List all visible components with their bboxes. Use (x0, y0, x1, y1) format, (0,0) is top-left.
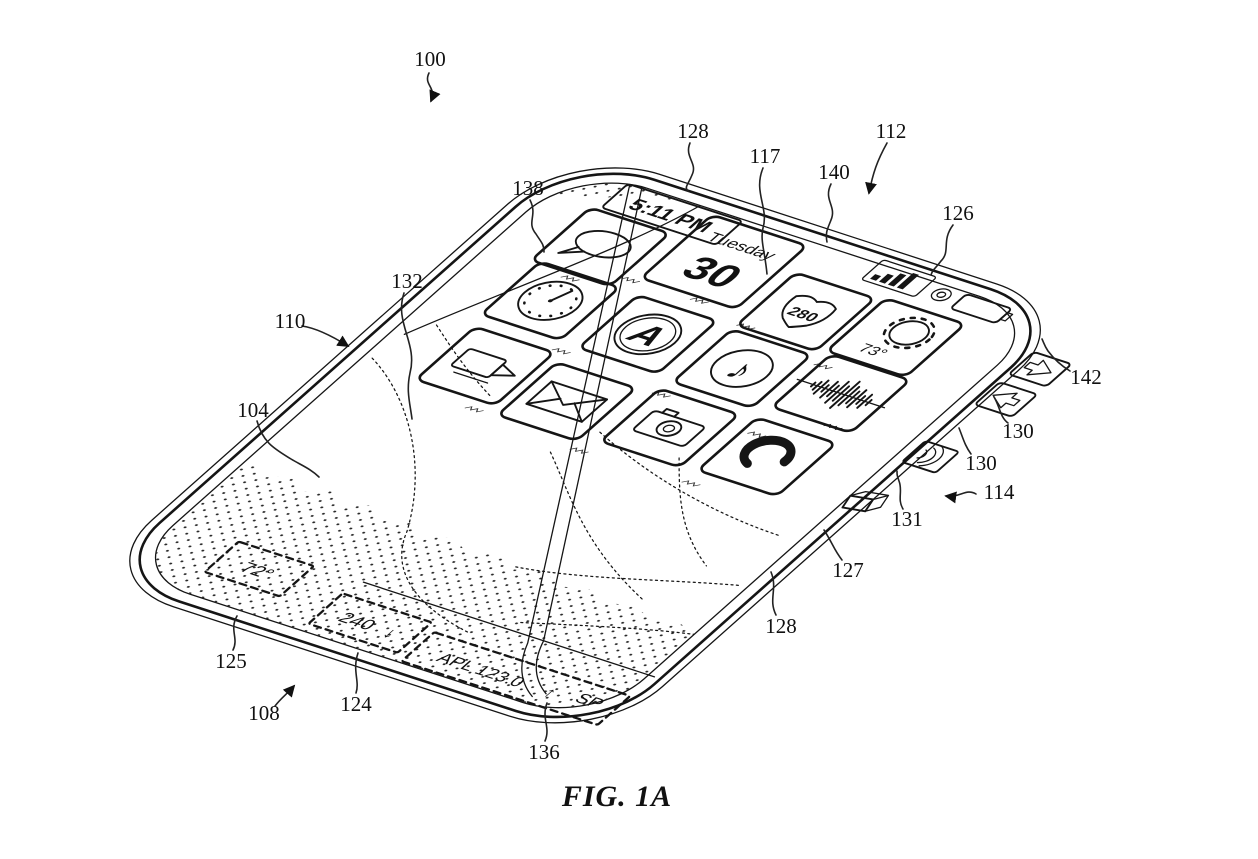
camera-app-icon (600, 389, 739, 467)
ref-label-128-bottom: 128 (765, 614, 797, 638)
route-number: 280 (783, 304, 823, 324)
ref-label-114: 114 (984, 480, 1015, 504)
leader-lines (232, 72, 1071, 742)
edge-temp-text: 72° (235, 560, 279, 583)
ref-label-136: 136 (528, 740, 560, 764)
clock-app-icon (481, 262, 620, 340)
ref-label-124: 124 (340, 692, 372, 716)
ref-label-112: 112 (876, 119, 907, 143)
ref-label-138: 138 (512, 176, 544, 200)
ref-label-127: 127 (832, 558, 864, 582)
volume-down-arrow-icon (985, 388, 1025, 410)
ref-label-130-upper: 130 (1002, 419, 1034, 443)
speaker-port (902, 441, 959, 473)
battery-icon (950, 294, 1017, 325)
weather-app-icon: 73° (827, 298, 966, 376)
camera-icon (662, 409, 678, 417)
phone-outer-outline (100, 154, 1070, 737)
ref-label-126: 126 (942, 201, 974, 225)
clock-icon (505, 275, 595, 326)
ref-label-100: 100 (414, 47, 446, 71)
phone-app-icon (698, 418, 837, 496)
figure-caption: FIG. 1A (561, 780, 672, 813)
side-controls (838, 347, 1071, 524)
volume-up-button (1009, 352, 1072, 387)
ref-label-117: 117 (750, 144, 781, 168)
weather-temp: 73° (854, 341, 891, 360)
ref-label-125: 125 (215, 649, 247, 673)
voice-memo-app-icon (768, 353, 914, 434)
mail-app-icon (497, 362, 636, 440)
speech-bubble-icon (567, 226, 640, 263)
video-app-icon (416, 327, 555, 405)
ref-label-108: 108 (248, 701, 280, 725)
envelope-icon (526, 381, 607, 421)
ref-label-131: 131 (891, 507, 923, 531)
music-circle (699, 344, 786, 393)
messages-app-icon (531, 208, 670, 286)
volume-down-button (975, 382, 1038, 417)
music-note-glyph: ♪ (717, 353, 765, 385)
edge-ticker-box (402, 632, 631, 725)
ref-label-130-lower: 130 (965, 451, 997, 475)
reference-labels: 100 128 117 140 112 126 138 132 110 104 … (215, 47, 1102, 764)
time-box (601, 184, 743, 245)
ref-label-142: 142 (1070, 365, 1102, 389)
maps-app-icon: 280 (736, 273, 875, 351)
route-sign-icon (768, 293, 839, 333)
phone-handset-icon (742, 439, 793, 463)
calendar-day-number: 30 (671, 250, 752, 296)
weather-sun-icon (881, 317, 936, 348)
ref-label-104: 104 (237, 398, 269, 422)
edge-altitude-box (309, 593, 432, 652)
edge-temp-box (205, 542, 314, 597)
edge-speed-text: SP (570, 690, 609, 711)
volume-up-arrow-icon (1019, 358, 1059, 380)
phone-side-wall-outline (86, 146, 1084, 744)
signal-bars-icon (861, 260, 937, 297)
ref-label-132: 132 (391, 269, 423, 293)
side-button (838, 486, 892, 516)
compass-icon (601, 308, 695, 361)
ref-label-110: 110 (275, 309, 306, 333)
ref-label-128-top: 128 (677, 119, 709, 143)
ref-label-140: 140 (818, 160, 850, 184)
round-sensor-icon (927, 287, 955, 303)
